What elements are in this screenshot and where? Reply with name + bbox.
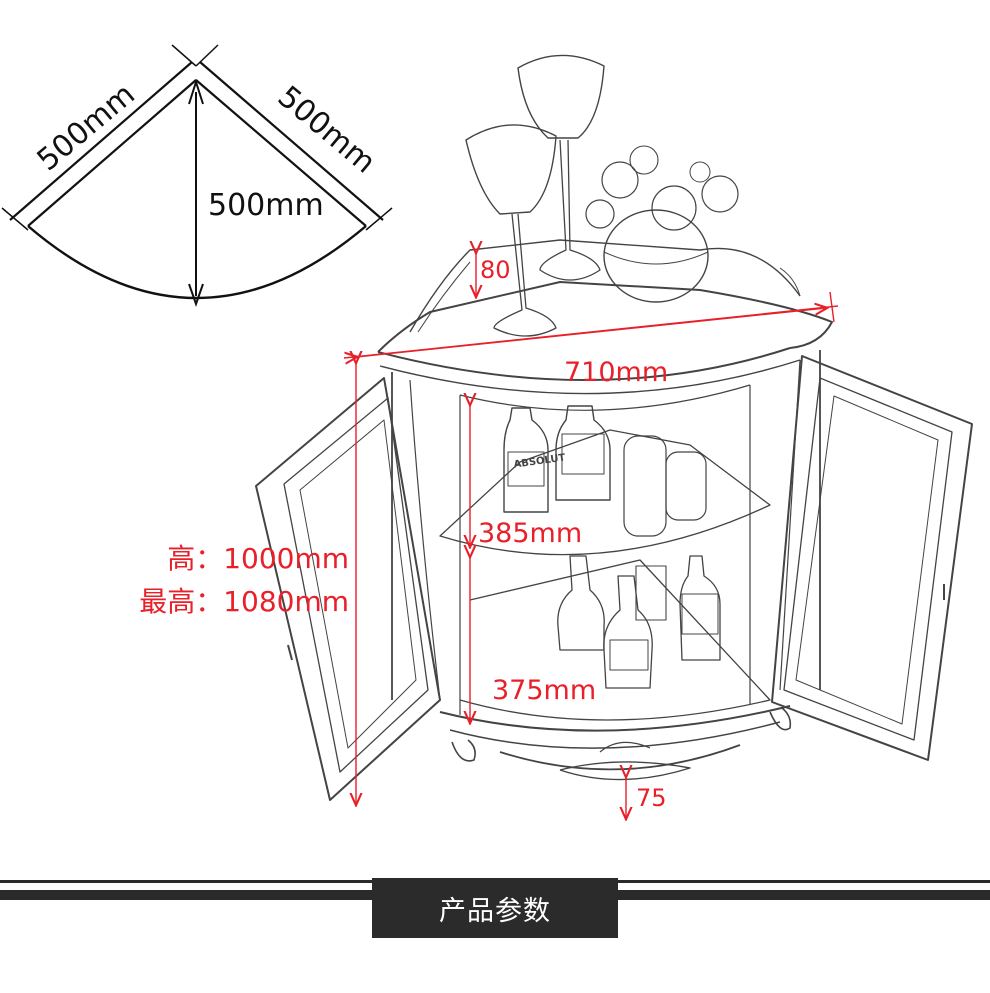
gallery-height-label: 80 xyxy=(480,256,511,284)
top-view-left-edge xyxy=(9,61,193,221)
height-label: 高：1000mm xyxy=(167,542,349,575)
section-title: 产品参数 xyxy=(372,878,618,938)
foot-height-label: 75 xyxy=(636,784,667,812)
lower-shelf-label: 375mm xyxy=(492,675,596,706)
top-view-right-edge xyxy=(199,61,384,221)
top-view-diagram xyxy=(1,44,393,308)
top-width-label: 710mm xyxy=(564,357,668,388)
dimension-lines xyxy=(343,252,839,818)
upper-shelf-label: 385mm xyxy=(478,518,582,549)
top-view-depth-label: 500mm xyxy=(208,188,324,223)
top-view-left-label: 500mm xyxy=(31,77,142,178)
section-header: 产品参数 xyxy=(0,868,990,948)
cabinet-illustration xyxy=(255,54,973,801)
bottle-brand-label: ABSOLUT xyxy=(513,452,566,470)
max-height-label: 最高：1080mm xyxy=(139,585,349,618)
top-view-right-label: 500mm xyxy=(271,79,382,180)
top-view-arc xyxy=(27,225,367,300)
